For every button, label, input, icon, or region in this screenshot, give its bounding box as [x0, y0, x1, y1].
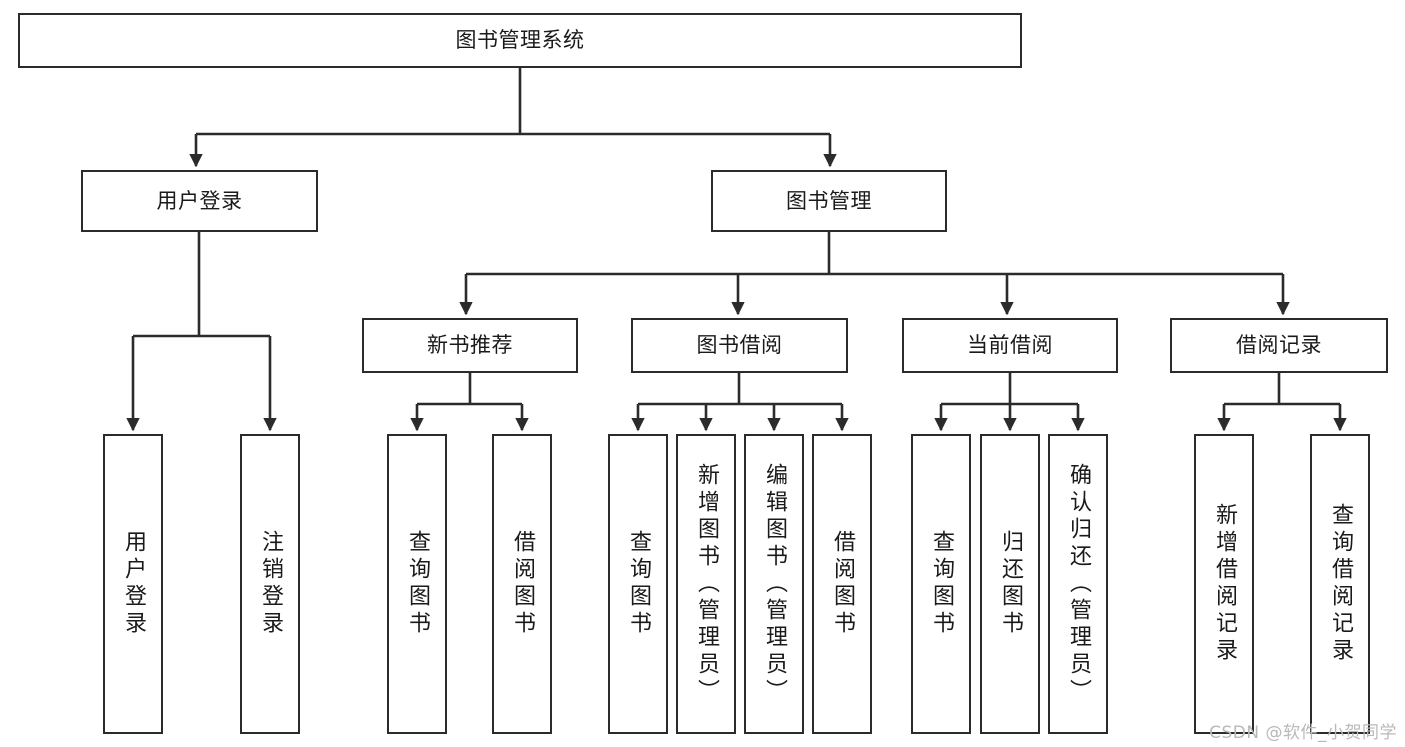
node-label: 借阅图书 [830, 530, 855, 638]
node-book-borrow[interactable]: 图书借阅 [631, 318, 848, 373]
node-label: 借阅记录 [1236, 333, 1322, 358]
node-leaf-search-book-current[interactable]: 查询图书 [911, 434, 971, 734]
node-label: 查询图书 [929, 530, 954, 638]
node-leaf-logout[interactable]: 注销登录 [240, 434, 300, 734]
node-label: 新增借阅记录 [1212, 503, 1237, 665]
node-label: 用户登录 [156, 188, 243, 213]
node-leaf-edit-book-admin[interactable]: 编辑图书（管理员） [744, 434, 804, 734]
node-label: 查询图书 [626, 530, 651, 638]
node-label: 新书推荐 [427, 333, 513, 358]
node-label: 编辑图书（管理员） [762, 462, 787, 706]
node-book-management[interactable]: 图书管理 [711, 170, 947, 232]
node-label: 注销登录 [258, 530, 283, 638]
node-leaf-search-book-recommend[interactable]: 查询图书 [387, 434, 447, 734]
node-label: 新增图书（管理员） [694, 462, 719, 706]
node-label: 确认归还（管理员） [1066, 462, 1091, 706]
node-label: 图书管理系统 [455, 28, 585, 53]
node-leaf-search-borrow-record[interactable]: 查询借阅记录 [1310, 434, 1370, 734]
node-label: 当前借阅 [967, 333, 1053, 358]
node-label: 借阅图书 [510, 530, 535, 638]
node-leaf-return-book[interactable]: 归还图书 [980, 434, 1040, 734]
node-leaf-borrow-book-recommend[interactable]: 借阅图书 [492, 434, 552, 734]
node-leaf-search-book-borrow[interactable]: 查询图书 [608, 434, 668, 734]
node-label: 查询借阅记录 [1328, 503, 1353, 665]
node-leaf-user-login[interactable]: 用户登录 [103, 434, 163, 734]
node-label: 图书管理 [786, 188, 872, 213]
node-root-book-management-system[interactable]: 图书管理系统 [18, 13, 1022, 68]
node-label: 图书借阅 [696, 333, 783, 358]
node-label: 用户登录 [121, 530, 146, 638]
node-current-borrow[interactable]: 当前借阅 [902, 318, 1118, 373]
node-label: 查询图书 [405, 530, 430, 638]
node-label: 归还图书 [998, 530, 1023, 638]
node-leaf-borrow-book[interactable]: 借阅图书 [812, 434, 872, 734]
node-borrow-record[interactable]: 借阅记录 [1170, 318, 1388, 373]
node-new-book-recommend[interactable]: 新书推荐 [362, 318, 578, 373]
watermark: CSDN @软件_小贺同学 [1209, 723, 1397, 743]
node-leaf-add-borrow-record[interactable]: 新增借阅记录 [1194, 434, 1254, 734]
node-leaf-confirm-return-admin[interactable]: 确认归还（管理员） [1048, 434, 1108, 734]
node-user-login[interactable]: 用户登录 [81, 170, 318, 232]
node-leaf-add-book-admin[interactable]: 新增图书（管理员） [676, 434, 736, 734]
